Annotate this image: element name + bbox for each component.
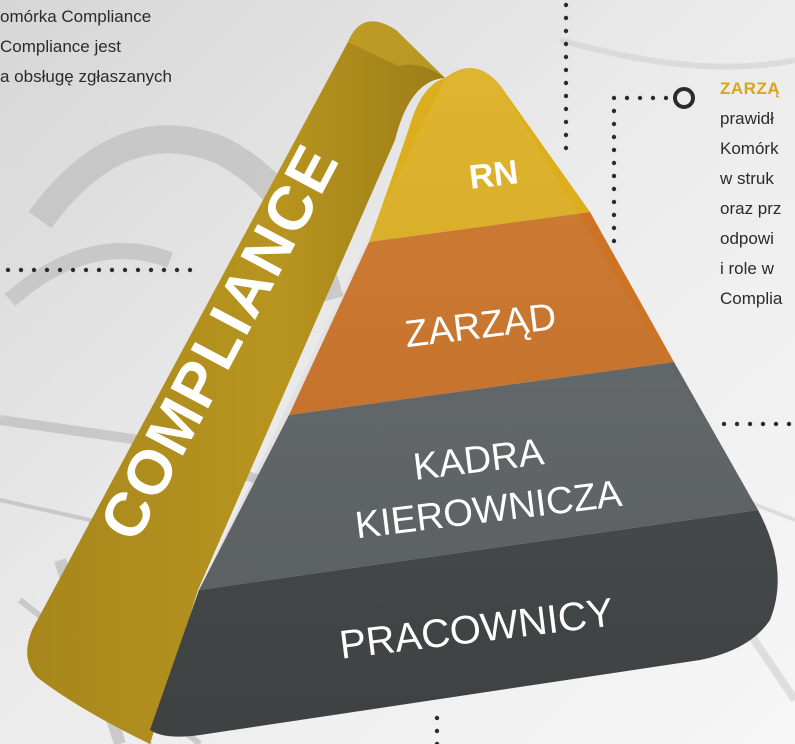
left-dotted-connector xyxy=(5,267,193,273)
right-text-heading: ZARZĄ xyxy=(720,79,781,98)
right-lower-dotted-connector xyxy=(721,421,792,427)
compliance-side-face xyxy=(27,21,445,744)
top-dotted-connector xyxy=(563,2,569,151)
level-label-rn: RN xyxy=(467,153,520,197)
right-dotted-connector xyxy=(611,95,669,244)
right-text-line: prawidł xyxy=(720,109,774,128)
left-description-text: omórka Compliance Compliance jest a obsł… xyxy=(0,2,172,92)
right-text-line: odpowi xyxy=(720,229,774,248)
right-text-line: oraz prz xyxy=(720,199,782,218)
connector-lines xyxy=(5,2,792,744)
left-text-line: omórka Compliance xyxy=(0,7,152,26)
connector-circle-icon xyxy=(673,87,695,109)
right-text-line: w struk xyxy=(720,169,774,188)
right-text-line: Complia xyxy=(720,289,783,308)
right-text-line: Komórk xyxy=(720,139,779,158)
bottom-dotted-connector xyxy=(434,715,440,744)
right-text-line: i role w xyxy=(720,259,774,278)
left-text-line: a obsługę zgłaszanych xyxy=(0,67,173,86)
left-text-line: Compliance jest xyxy=(0,37,121,56)
right-description-text: ZARZĄ prawidł Komórk w struk oraz prz od… xyxy=(720,74,782,314)
